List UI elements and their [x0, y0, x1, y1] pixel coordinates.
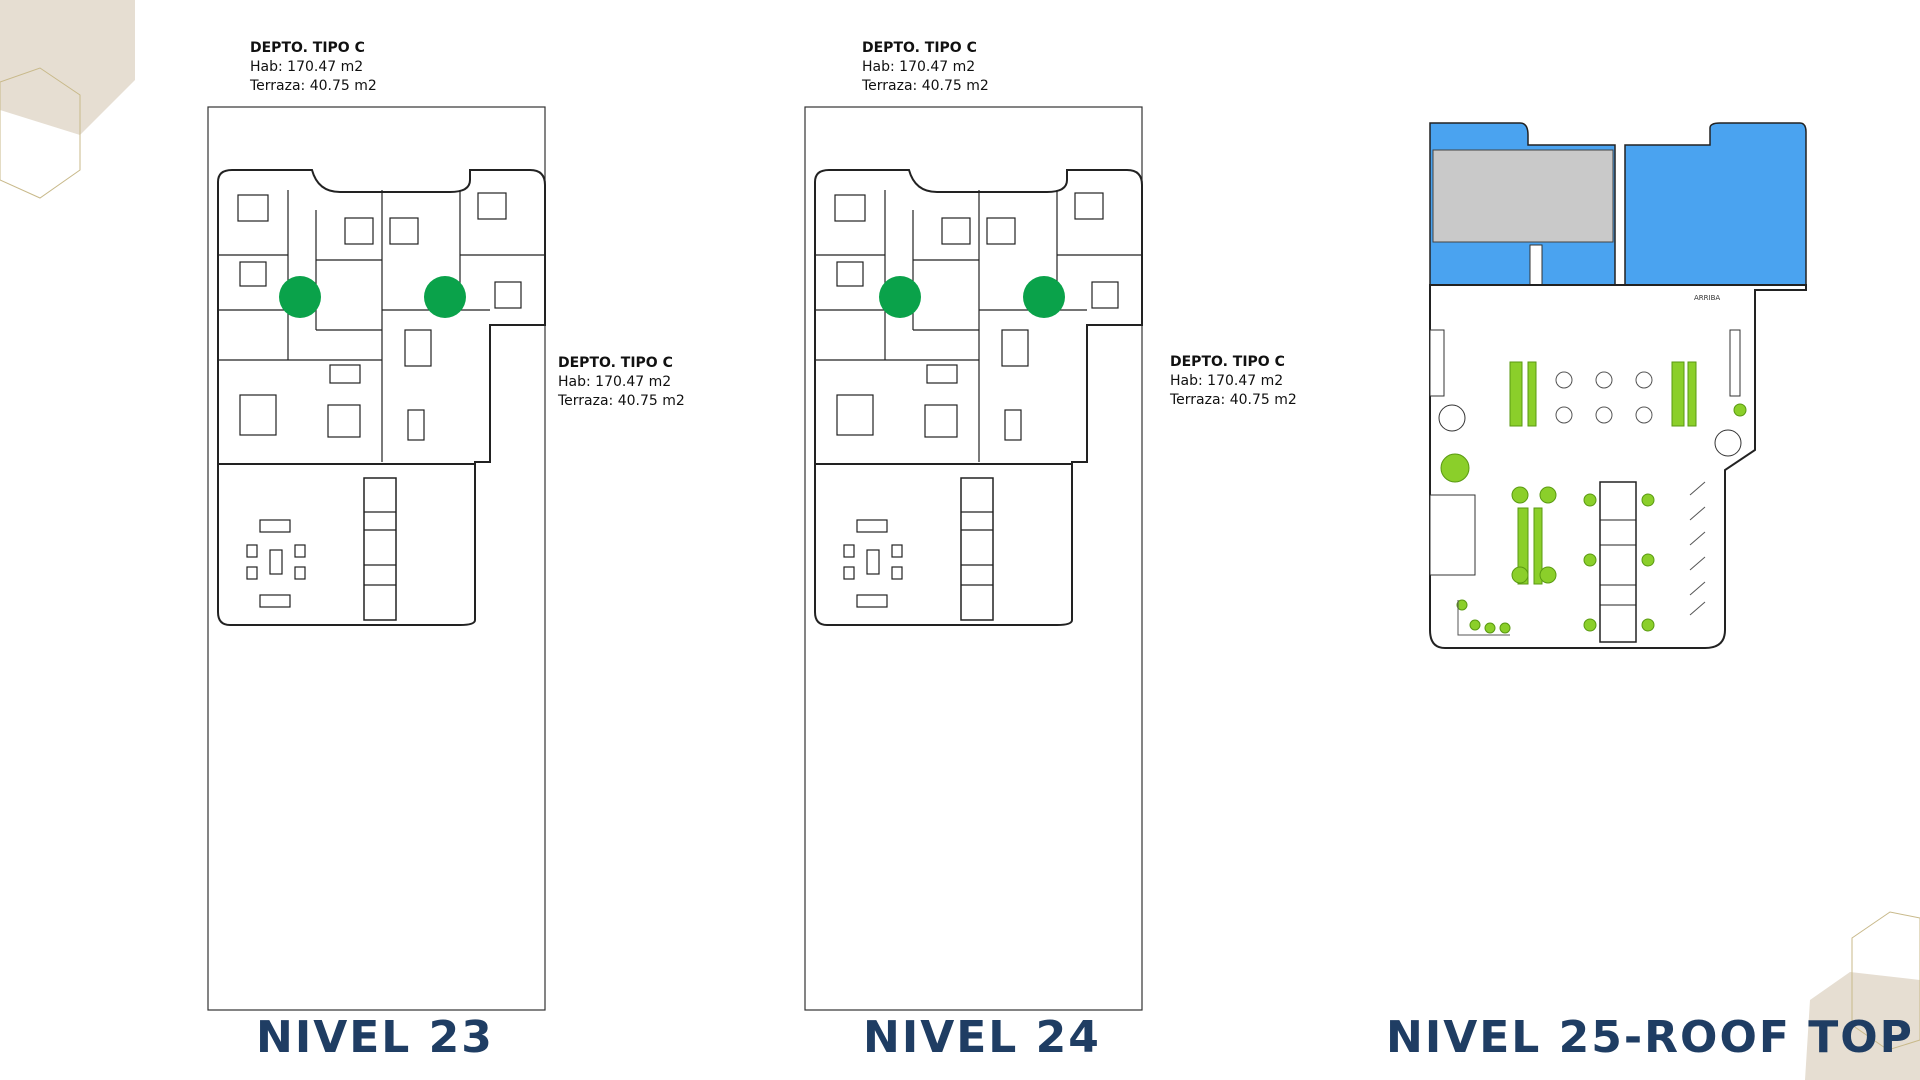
decor-hexagon-bottom-right: [1805, 972, 1920, 1080]
unit-terrace-area: Terraza: 40.75 m2: [250, 78, 377, 94]
level-title-nivel-23: NIVEL 23: [256, 1012, 494, 1063]
floor-plan-nivel-23: [207, 106, 546, 1011]
unit-label-n23-top: DEPTO. TIPO C Hab: 170.47 m2 Terraza: 40…: [250, 39, 377, 96]
stair-direction-label: ARRIBA: [1694, 294, 1721, 302]
unit-terrace-area: Terraza: 40.75 m2: [1170, 392, 1297, 408]
unit-hab-area: Hab: 170.47 m2: [1170, 373, 1284, 389]
unit-terrace-area: Terraza: 40.75 m2: [558, 393, 685, 409]
floor-plan-nivel-25-roof-top: [1429, 122, 1807, 649]
unit-hab-area: Hab: 170.47 m2: [862, 59, 976, 75]
unit-type: DEPTO. TIPO C: [862, 40, 977, 56]
pool-right: [1624, 122, 1807, 286]
unit-terrace-area: Terraza: 40.75 m2: [862, 78, 989, 94]
stair-marker-n24-right: [1023, 276, 1065, 318]
unit-label-n24-top: DEPTO. TIPO C Hab: 170.47 m2 Terraza: 40…: [862, 39, 989, 96]
unit-hab-area: Hab: 170.47 m2: [558, 374, 672, 390]
unit-type: DEPTO. TIPO C: [1170, 354, 1285, 370]
unit-type: DEPTO. TIPO C: [250, 40, 365, 56]
unit-label-n23-right: DEPTO. TIPO C Hab: 170.47 m2 Terraza: 40…: [558, 354, 685, 411]
unit-hab-area: Hab: 170.47 m2: [250, 59, 364, 75]
floor-plan-nivel-24: [804, 106, 1143, 1011]
unit-type: DEPTO. TIPO C: [558, 355, 673, 371]
level-title-nivel-25: NIVEL 25-ROOF TOP: [1386, 1012, 1914, 1063]
unit-label-n24-right: DEPTO. TIPO C Hab: 170.47 m2 Terraza: 40…: [1170, 353, 1297, 410]
decor-hexagon-outline-top-left: [0, 67, 81, 199]
pool-deck-grid: [1432, 149, 1614, 243]
level-title-nivel-24: NIVEL 24: [863, 1012, 1101, 1063]
stair-marker-n23-right: [424, 276, 466, 318]
decor-hexagon-top-left: [0, 0, 135, 135]
stair-marker-n24-left: [879, 276, 921, 318]
decor-hexagon-outline-bottom-right: [1851, 911, 1920, 1051]
stair-marker-n23-left: [279, 276, 321, 318]
